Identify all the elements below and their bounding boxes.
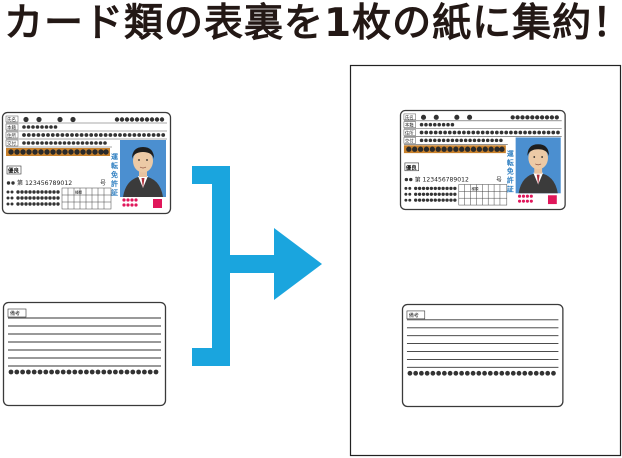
bracket-arrow-right-icon — [192, 166, 322, 366]
card-front-original — [3, 113, 171, 214]
card-front-on-sheet — [400, 110, 565, 209]
card-back-on-sheet — [402, 304, 562, 406]
card-back-original — [4, 303, 166, 406]
